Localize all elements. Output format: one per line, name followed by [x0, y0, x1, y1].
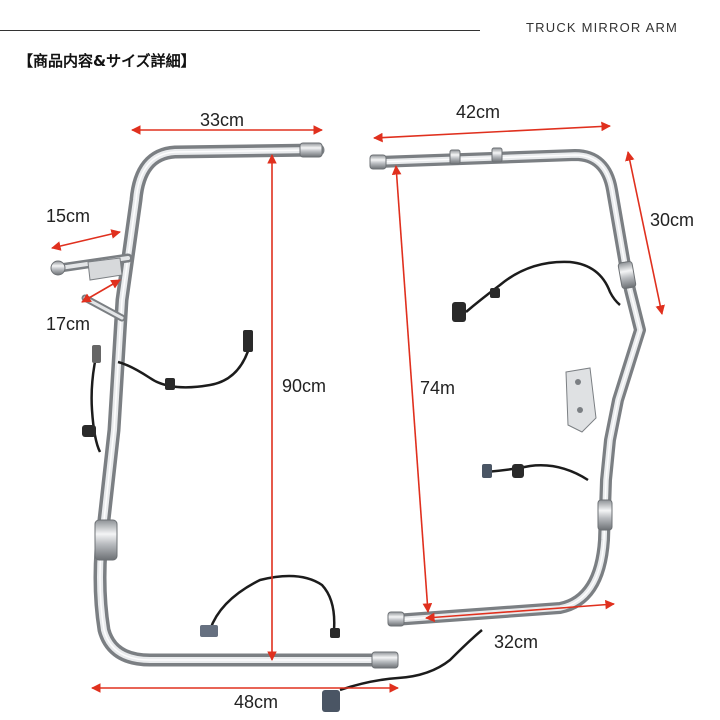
section-heading: 【商品内容&サイズ詳細】 — [18, 52, 196, 70]
label-top-width-right: 42cm — [456, 102, 501, 122]
mount-plate — [565, 367, 597, 433]
label-small-arm: 17cm — [46, 314, 91, 334]
page-title: TRUCK MIRROR ARM — [526, 20, 679, 35]
label-upper-side-right: 30cm — [650, 210, 695, 230]
label-top-width-left: 33cm — [200, 110, 245, 130]
right-mirror-arm — [369, 147, 646, 627]
dimension-arrows — [51, 121, 665, 693]
label-height-left: 90cm — [282, 376, 327, 396]
label-height-right: 74m — [420, 378, 456, 398]
label-bottom-width-right: 32cm — [494, 632, 539, 652]
header-divider — [0, 30, 480, 31]
label-bottom-width-left: 48cm — [234, 692, 279, 712]
label-side-arm: 15cm — [46, 206, 91, 226]
left-mirror-arm — [50, 142, 483, 712]
